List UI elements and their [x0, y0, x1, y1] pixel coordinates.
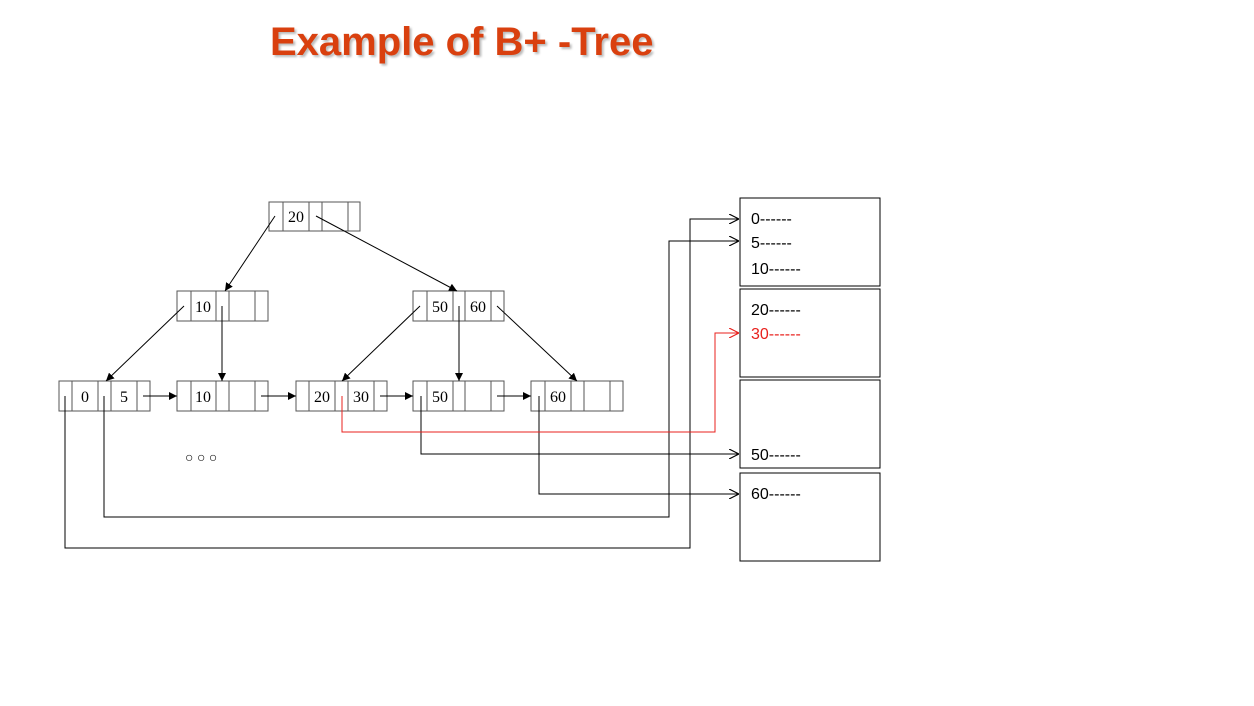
ellipsis-more-leaves: ○ ○ ○ [185, 451, 217, 466]
pointer-key-5 [103, 241, 739, 518]
record-20: 20------ [751, 302, 801, 319]
pointer-key-0 [64, 219, 739, 549]
leaf-key-10: 10 [195, 389, 211, 406]
pointer-key-60 [538, 396, 739, 494]
leaf-node-5: 60 [530, 380, 624, 412]
internal-key-50: 50 [432, 299, 448, 316]
internal-key-60: 60 [470, 299, 486, 316]
data-block-3: 50------ [739, 379, 881, 469]
leaf-node-2: 10 [176, 380, 269, 412]
root-node: 20 [268, 201, 361, 232]
record-pointers [64, 219, 739, 549]
leaf-key-0: 0 [81, 389, 89, 406]
leaf-node-4: 50 [412, 380, 505, 412]
leaf-key-50: 50 [432, 389, 448, 406]
record-50: 50------ [751, 447, 801, 464]
internal-to-leaf5-pointer [496, 305, 578, 382]
leaf-key-60: 60 [550, 389, 566, 406]
record-5: 5------ [751, 235, 792, 252]
record-0: 0------ [751, 211, 792, 228]
tree-pointers [105, 215, 578, 382]
leaf-key-5: 5 [120, 389, 128, 406]
slide-title: Example of B+ -Tree [270, 20, 654, 64]
root-to-left-pointer [224, 215, 276, 292]
pointer-key-30-highlighted [341, 333, 739, 433]
data-block-4: 60------ [739, 472, 881, 562]
data-block-2: 20------ 30------ [739, 288, 881, 378]
pointer-key-50 [420, 396, 739, 454]
record-30-highlighted: 30------ [751, 326, 801, 343]
internal-to-leaf1-pointer [105, 305, 185, 382]
root-key-20: 20 [288, 209, 304, 226]
internal-to-leaf3-pointer [341, 305, 421, 382]
leaf-key-20: 20 [314, 389, 330, 406]
internal-key-10: 10 [195, 299, 211, 316]
root-to-right-pointer [315, 215, 458, 292]
record-10: 10------ [751, 261, 801, 278]
data-block-1: 0------ 5------ 10------ [739, 197, 881, 287]
record-60: 60------ [751, 486, 801, 503]
leaf-key-30: 30 [353, 389, 369, 406]
